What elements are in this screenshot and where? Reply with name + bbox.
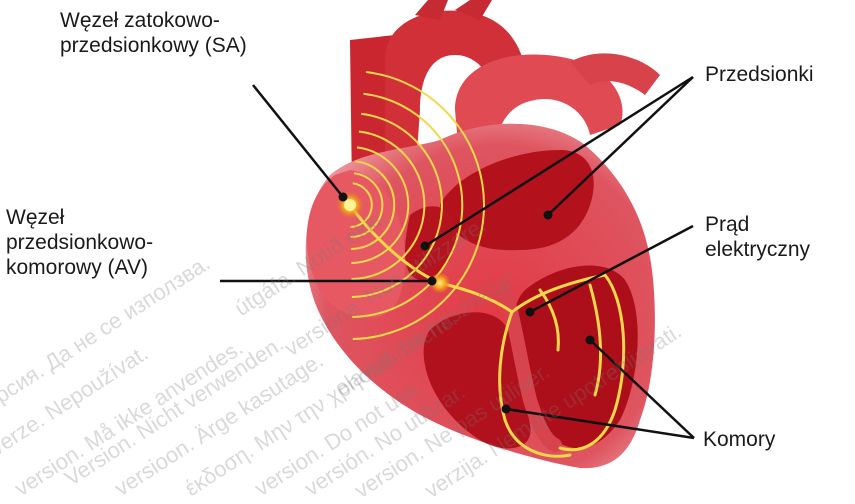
current-label-line2: elektryczny xyxy=(705,237,810,262)
sa-leader-dot xyxy=(339,193,348,202)
av-node-label: Węzeł przedsionkowo- komorowy (AV) xyxy=(6,205,153,280)
ventricles-dot-2 xyxy=(502,405,511,414)
sa-node-label-line2: przedsionkowy (SA) xyxy=(60,33,247,58)
current-dot xyxy=(526,308,535,317)
atria-dot-1 xyxy=(421,242,430,251)
ventricles-label: Komory xyxy=(703,427,775,452)
current-label-line1: Prąd xyxy=(705,212,810,237)
av-node-label-line1: Węzeł xyxy=(6,205,153,230)
av-node-label-line2: przedsionkowo- xyxy=(6,230,153,255)
current-label: Prąd elektryczny xyxy=(705,212,810,262)
sa-node-label: Węzeł zatokowo- przedsionkowy (SA) xyxy=(60,8,247,58)
atria-dot-2 xyxy=(544,211,553,220)
sa-leader xyxy=(253,85,343,197)
heart-conduction-diagram: версия. Да не се използва.verze. Nepouží… xyxy=(0,0,855,482)
av-leader-dot xyxy=(428,277,437,286)
sa-node-label-line1: Węzeł zatokowo- xyxy=(60,8,247,33)
av-node-label-line3: komorowy (AV) xyxy=(6,255,153,280)
atria-label: Przedsionki xyxy=(705,62,814,87)
sa-node-core xyxy=(344,199,356,211)
ventricles-dot-1 xyxy=(586,336,595,345)
